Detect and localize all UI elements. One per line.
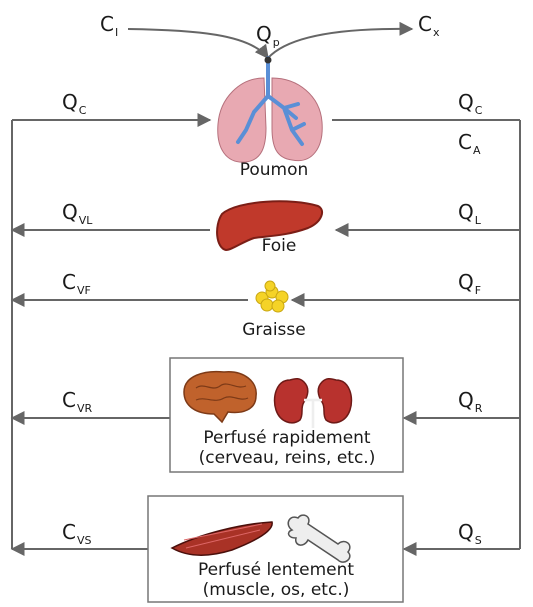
label-qc-right: QC <box>458 92 482 116</box>
caption-foie: Foie <box>244 236 314 256</box>
caption-rapide-line2: (cerveau, reins, etc.) <box>172 448 402 468</box>
muscle-icon <box>172 522 272 555</box>
caption-rapide-line1: Perfusé rapidement <box>172 428 402 448</box>
label-qf: QF <box>458 272 481 296</box>
caption-graisse: Graisse <box>224 320 324 340</box>
brain-icon <box>184 372 256 422</box>
caption-poumon: Poumon <box>224 160 324 180</box>
label-cx: Cx <box>418 14 439 38</box>
label-qr: QR <box>458 390 482 414</box>
fat-icon <box>256 281 288 312</box>
label-qc-left: QC <box>62 92 86 116</box>
label-qs: QS <box>458 522 482 546</box>
caption-lent-line2: (muscle, os, etc.) <box>150 580 402 600</box>
kidneys-icon <box>275 379 352 428</box>
caption-lent: Perfusé lentement (muscle, os, etc.) <box>150 560 402 601</box>
label-ql: QL <box>458 202 481 226</box>
label-ca: CA <box>458 132 481 156</box>
label-cvr: CVR <box>62 390 92 414</box>
exhaled-flow-arrow <box>268 29 412 58</box>
bone-icon <box>288 515 350 562</box>
label-qvl: QVL <box>62 202 92 226</box>
inhaled-flow-arrow <box>128 29 268 58</box>
label-cvs: CVS <box>62 522 91 546</box>
caption-rapide: Perfusé rapidement (cerveau, reins, etc.… <box>172 428 402 469</box>
lung-icon <box>218 57 322 163</box>
label-qp: Qp <box>256 24 280 48</box>
label-cvf: CVF <box>62 272 91 296</box>
label-ci: CI <box>100 14 118 38</box>
caption-lent-line1: Perfusé lentement <box>150 560 402 580</box>
